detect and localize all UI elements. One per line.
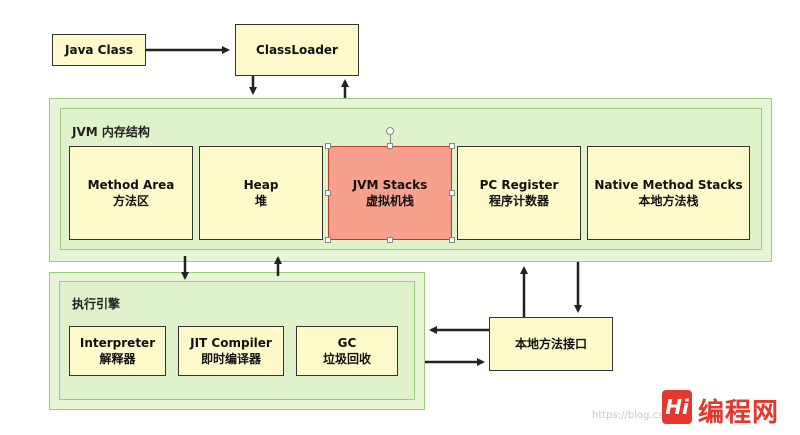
jvm-stacks-zh-label: 虚拟机栈	[365, 194, 414, 208]
resize-handle-s[interactable]	[387, 237, 393, 243]
resize-handle-nw[interactable]	[325, 143, 331, 149]
classloader-label: ClassLoader	[256, 42, 338, 57]
java-class-label: Java Class	[65, 42, 133, 57]
method-area-box[interactable]: Method Area 方法区	[69, 146, 193, 240]
site-watermark-text: 编程网	[698, 398, 780, 428]
resize-handle-se[interactable]	[449, 237, 455, 243]
method-area-zh-label: 方法区	[112, 194, 149, 208]
interpreter-box[interactable]: Interpreter 解释器	[69, 326, 166, 376]
resize-handle-e[interactable]	[449, 190, 455, 196]
pc-register-zh-label: 程序计数器	[488, 194, 549, 208]
csdn-watermark: https://blog.csdn	[592, 410, 677, 421]
heap-label: Heap	[243, 177, 279, 192]
jit-compiler-box[interactable]: JIT Compiler 即时编译器	[178, 326, 284, 376]
native-method-interface-label: 本地方法接口	[514, 336, 587, 351]
pc-register-label: PC Register	[479, 177, 559, 192]
heap-zh-label: 堆	[254, 194, 267, 208]
jvm-memory-title: JVM 内存结构	[72, 125, 150, 139]
site-logo-icon: Hi	[662, 390, 692, 424]
gc-zh-label: 垃圾回收	[322, 352, 371, 366]
execution-engine-title: 执行引擎	[72, 297, 121, 311]
resize-handle-sw[interactable]	[325, 237, 331, 243]
jit-compiler-label: JIT Compiler	[190, 335, 272, 350]
java-class-box[interactable]: Java Class	[52, 34, 146, 66]
jvm-stacks-label: JVM Stacks	[352, 177, 428, 192]
pc-register-box[interactable]: PC Register 程序计数器	[457, 146, 581, 240]
native-method-stacks-box[interactable]: Native Method Stacks 本地方法栈	[587, 146, 750, 240]
resize-handle-ne[interactable]	[449, 143, 455, 149]
rotate-handle[interactable]	[386, 127, 394, 135]
resize-handle-n[interactable]	[387, 143, 393, 149]
resize-handle-w[interactable]	[325, 190, 331, 196]
jit-compiler-zh-label: 即时编译器	[200, 352, 261, 366]
native-method-stacks-label: Native Method Stacks	[594, 177, 743, 192]
method-area-label: Method Area	[87, 177, 175, 192]
interpreter-zh-label: 解释器	[99, 352, 136, 366]
native-method-stacks-zh-label: 本地方法栈	[638, 194, 699, 208]
gc-box[interactable]: GC 垃圾回收	[296, 326, 398, 376]
classloader-box[interactable]: ClassLoader	[235, 24, 359, 76]
heap-box[interactable]: Heap 堆	[199, 146, 323, 240]
rotate-handle-line	[390, 135, 391, 146]
gc-label: GC	[337, 335, 357, 350]
interpreter-label: Interpreter	[79, 335, 156, 350]
native-method-interface-box[interactable]: 本地方法接口	[489, 317, 613, 371]
